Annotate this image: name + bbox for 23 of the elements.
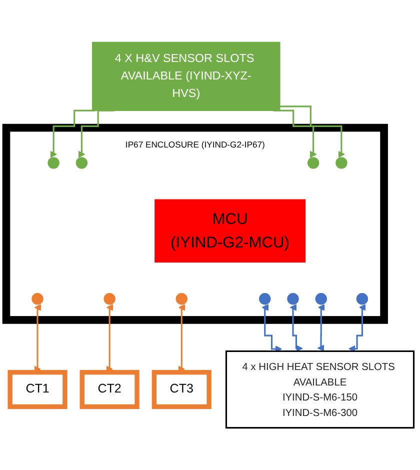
arrow — [317, 304, 325, 352]
node-circle — [32, 293, 44, 305]
node-circle — [176, 293, 188, 305]
arrow — [280, 106, 345, 158]
node-circle — [287, 293, 299, 305]
node-circle — [76, 157, 88, 169]
node-circle — [315, 293, 327, 305]
node-circle — [259, 293, 271, 305]
node-box: MCU (IYIND-G2-MCU) — [154, 199, 306, 263]
arrow — [348, 304, 366, 352]
node-box: 4 X H&V SENSOR SLOTS AVAILABLE (IYIND-XYZ-HVS) — [92, 42, 280, 111]
node-circle — [356, 293, 368, 305]
node-box: CT3 — [152, 370, 212, 410]
node-box: CT1 — [8, 370, 68, 410]
node-circle — [336, 157, 348, 169]
node-box: 4 x HIGH HEAT SENSOR SLOTS AVAILABLE IYIND-S-M6-150 IYIND-S-M6-300 — [225, 350, 415, 429]
node-circle — [104, 293, 116, 305]
arrow — [50, 110, 96, 158]
arrow — [261, 304, 282, 352]
node-circle — [48, 157, 60, 169]
node-circle — [307, 157, 320, 169]
arrow — [290, 304, 303, 352]
node-box: CT2 — [80, 370, 140, 410]
